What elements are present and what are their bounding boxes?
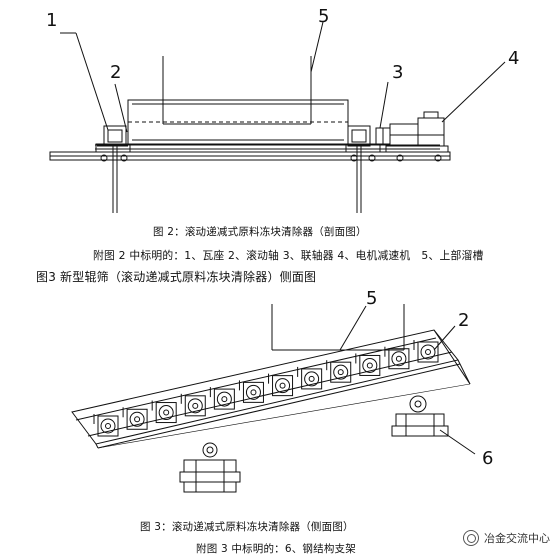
fig2-label-1: 1 xyxy=(46,10,57,31)
fig2-label-4: 4 xyxy=(508,48,519,69)
fig3-label-2: 2 xyxy=(458,310,469,331)
figure2-drawing xyxy=(49,21,506,213)
fig2-label-5: 5 xyxy=(318,6,329,27)
fig3-label-6: 6 xyxy=(482,448,493,469)
leader-lines-fig3 xyxy=(339,305,476,455)
roller xyxy=(297,366,323,390)
rolling-shaft xyxy=(127,99,349,145)
figure3-heading: 图3 新型辊筛（滚动递减式原料冻块清除器）侧面图 xyxy=(36,270,317,284)
steel-support-left xyxy=(179,442,241,493)
roller xyxy=(209,387,235,410)
watermark-text: 冶金交流中心 xyxy=(484,532,550,545)
roller-row xyxy=(93,340,439,437)
fig2-label-2: 2 xyxy=(110,62,121,83)
roller xyxy=(93,414,119,437)
leader-lines-fig2 xyxy=(60,21,506,133)
roller xyxy=(238,380,264,403)
figure2-caption: 图 2：滚动递减式原料冻块清除器（剖面图） xyxy=(153,226,367,238)
roller xyxy=(384,346,410,370)
roller xyxy=(355,353,381,376)
steel-support-right xyxy=(391,395,449,437)
wechat-icon xyxy=(463,530,479,546)
bearing-seat-right xyxy=(345,125,381,162)
upper-chute xyxy=(162,56,312,125)
figure3-drawing xyxy=(71,304,476,493)
roller xyxy=(413,340,439,363)
roller xyxy=(151,400,177,424)
figure3-caption: 图 3：滚动递减式原料冻块清除器（侧面图） xyxy=(140,521,354,533)
motor-reducer xyxy=(385,111,449,162)
roller xyxy=(326,360,352,383)
roller xyxy=(122,407,148,430)
figure3-legend: 附图 3 中标明的：6、钢结构支架 xyxy=(196,543,356,555)
fig3-label-5: 5 xyxy=(366,288,377,309)
coupling xyxy=(375,127,391,145)
roller xyxy=(180,393,206,417)
bearing-seat-left xyxy=(95,125,131,162)
screen-body xyxy=(71,329,471,449)
watermark: 冶金交流中心 xyxy=(463,530,550,546)
chute-box xyxy=(271,304,405,351)
roller xyxy=(268,373,294,397)
fig2-label-3: 3 xyxy=(392,62,403,83)
figure2-legend: 附图 2 中标明的：1、瓦座 2、滚动轴 3、联轴器 4、电机减速机 5、上部溜… xyxy=(93,249,484,262)
